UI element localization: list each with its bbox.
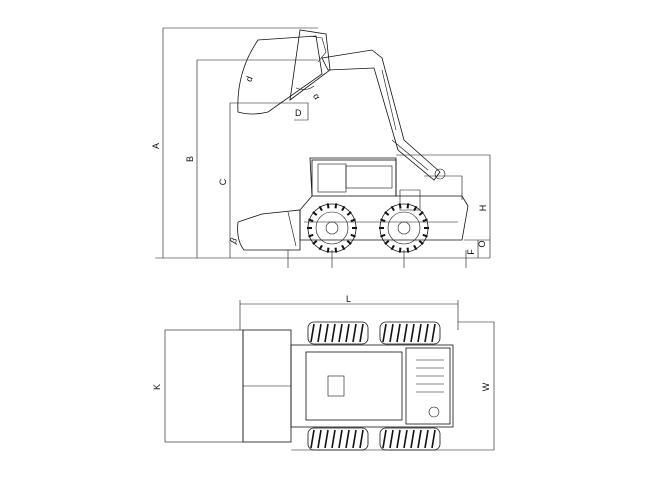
label-F: F — [466, 249, 476, 255]
tire-tread-front-left — [310, 323, 364, 343]
label-C: C — [218, 178, 228, 185]
tire-tread-rear-left — [382, 323, 436, 343]
label-A: A — [151, 143, 161, 149]
top-view: L K W — [152, 294, 495, 451]
rear-wheel — [379, 203, 429, 253]
tire-tread-front-right — [310, 429, 364, 449]
tire-rear-right — [379, 427, 441, 451]
bucket-width-frame — [164, 329, 292, 443]
chassis-top — [290, 344, 454, 428]
front-wheel-lugs — [307, 203, 357, 253]
label-angle-d: d — [244, 75, 255, 83]
label-W: W — [481, 382, 491, 391]
label-B: B — [185, 156, 195, 162]
front-wheel — [307, 203, 357, 253]
boom-arm — [321, 49, 446, 181]
side-view: A B C D H F O β α d — [151, 27, 491, 268]
raised-bucket — [237, 29, 331, 115]
ground-ticks — [287, 250, 467, 268]
tire-tread-rear-right — [382, 429, 436, 449]
rear-wheel-lugs — [379, 203, 429, 253]
length-dimension — [239, 300, 459, 330]
lowered-bucket — [237, 209, 301, 251]
label-O: O — [477, 240, 487, 247]
label-K: K — [152, 384, 162, 390]
tire-front-right — [307, 427, 369, 451]
tire-front-left — [307, 321, 369, 345]
label-alpha: α — [311, 92, 322, 102]
machine-body — [299, 157, 469, 241]
label-beta: β — [228, 236, 239, 245]
label-H: H — [478, 205, 488, 212]
height-dimension-lines — [155, 27, 491, 259]
tire-rear-left — [379, 321, 441, 345]
label-L: L — [346, 294, 351, 304]
label-D: D — [295, 108, 302, 118]
